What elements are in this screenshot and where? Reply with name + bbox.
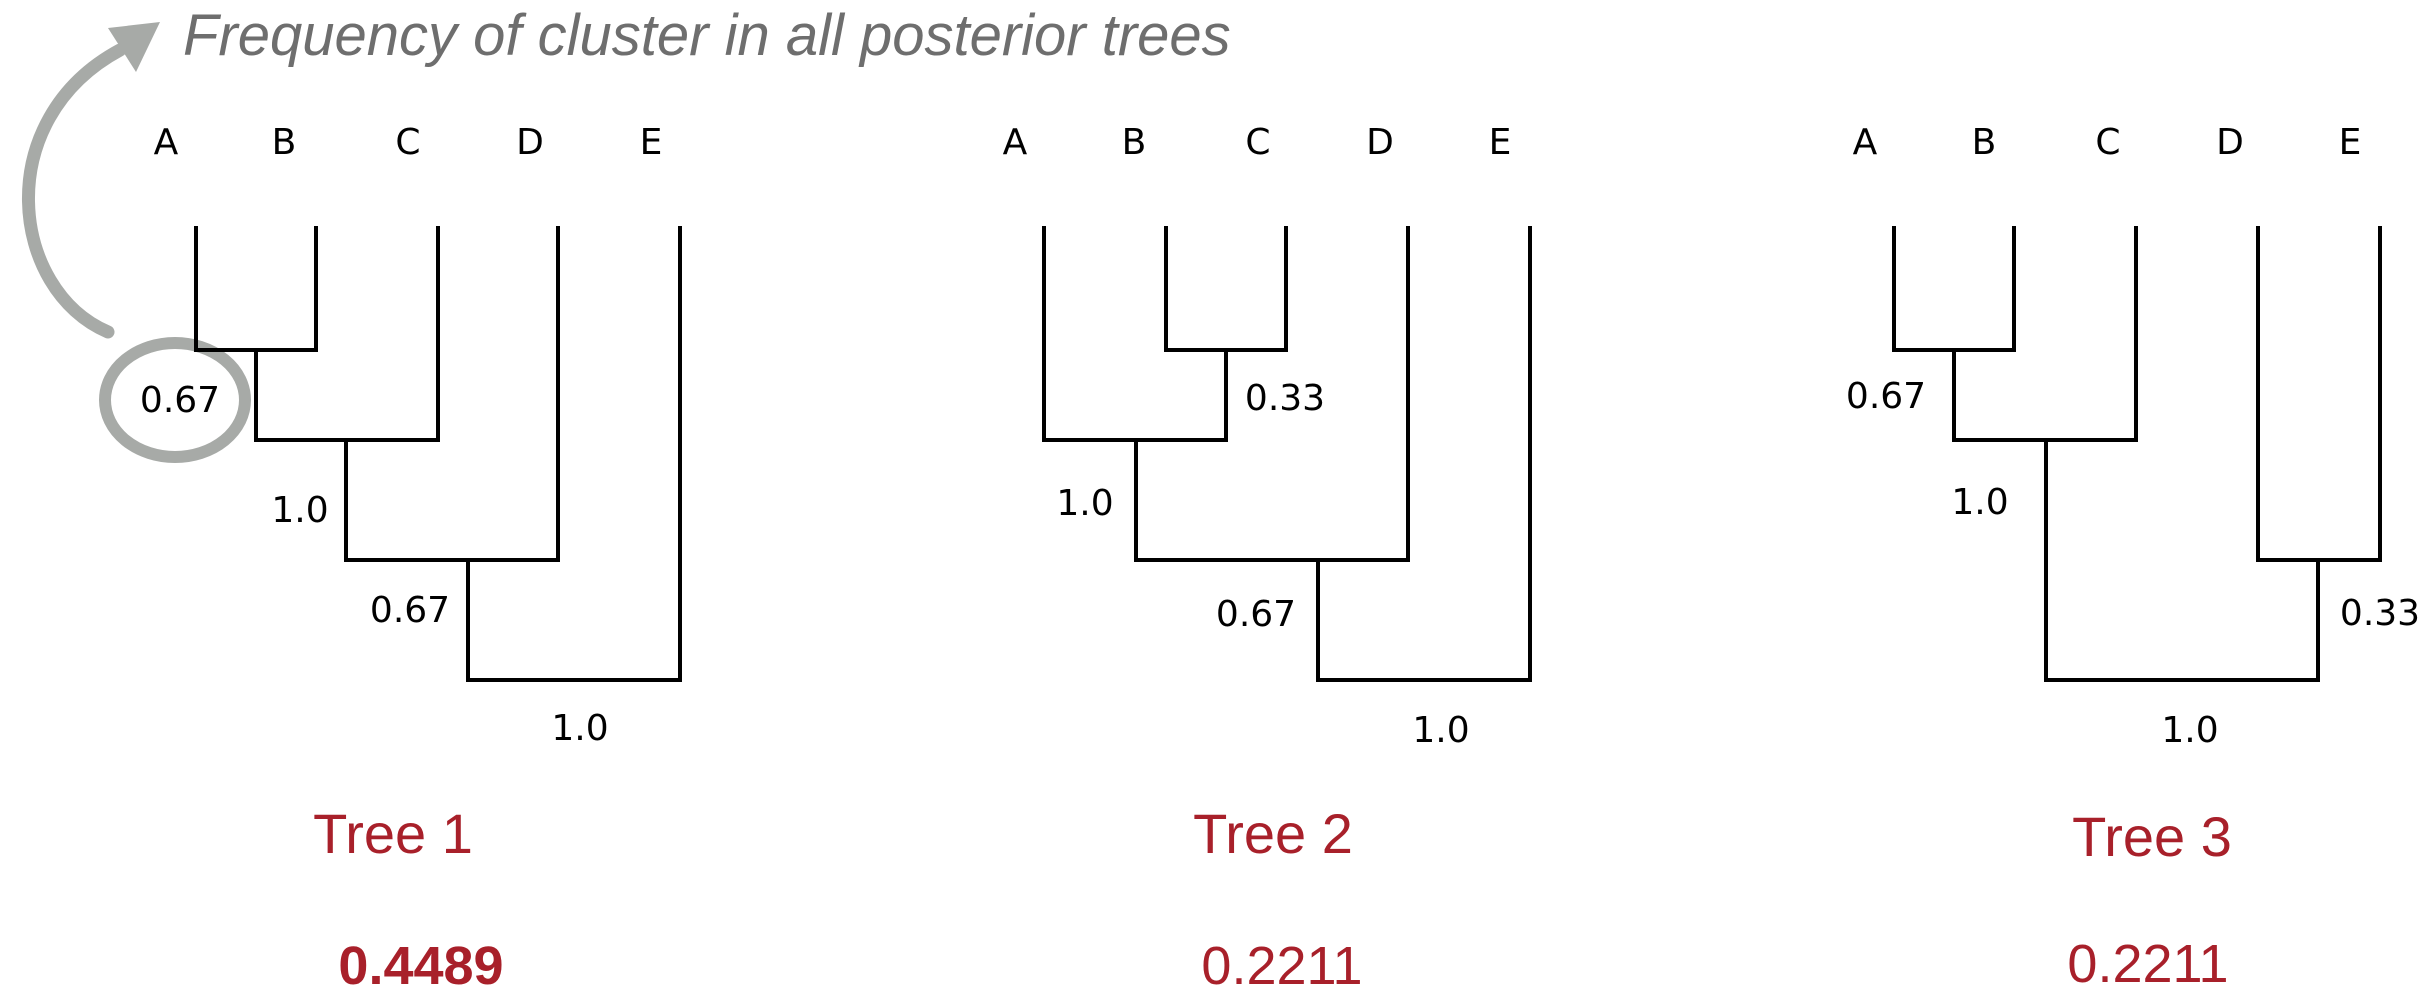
- tree-name: Tree 3: [2072, 805, 2232, 868]
- tree-probability: 0.4489: [338, 936, 503, 996]
- curved-arrow-icon: [22, 43, 127, 339]
- support-value-ab: 0.67: [140, 380, 220, 421]
- tree-branches: [1042, 226, 1532, 682]
- taxon-label-c: C: [395, 122, 420, 163]
- support-value-abcd: 0.67: [1216, 594, 1296, 635]
- taxon-label-d: D: [516, 122, 544, 163]
- support-value-root: 1.0: [551, 708, 608, 749]
- tree-name: Tree 1: [313, 802, 473, 865]
- taxon-label-b: B: [272, 122, 297, 163]
- annotation-text: Frequency of cluster in all posterior tr…: [183, 3, 1231, 68]
- arrowhead-icon: [108, 22, 160, 72]
- support-value-root: 1.0: [2161, 710, 2218, 751]
- taxon-label-a: A: [1003, 122, 1028, 163]
- taxon-label-e: E: [1489, 122, 1512, 163]
- tree-2: A B C D E 0.33 1.0 0.67 1.0 Tree 2 0.221…: [1003, 122, 1532, 996]
- support-value-abc: 1.0: [1951, 482, 2008, 523]
- tree-probability: 0.2211: [2067, 934, 2228, 994]
- support-value-abcd: 0.67: [370, 590, 450, 631]
- tree-probability: 0.2211: [1201, 936, 1362, 996]
- support-value-abc: 1.0: [1056, 483, 1113, 524]
- taxon-label-e: E: [640, 122, 663, 163]
- taxon-label-d: D: [2216, 122, 2244, 163]
- taxon-label-e: E: [2339, 122, 2362, 163]
- tree-branches: [1892, 226, 2382, 682]
- taxon-label-a: A: [154, 122, 179, 163]
- taxon-label-b: B: [1122, 122, 1147, 163]
- tree-3: A B C D E 0.67 1.0 0.33 1.0 Tree 3 0.221…: [1846, 122, 2420, 994]
- taxon-label-c: C: [1245, 122, 1270, 163]
- support-value-ab: 0.67: [1846, 376, 1926, 417]
- taxon-label-d: D: [1366, 122, 1394, 163]
- tree-1: A B C D E 0.67 1.0 0.67 1.0 Tree 1 0.448…: [140, 122, 682, 996]
- highlight-circle: [99, 337, 251, 463]
- support-value-abc: 1.0: [271, 490, 328, 531]
- support-value-bc: 0.33: [1245, 378, 1325, 419]
- tree-branches: [194, 226, 682, 682]
- taxon-label-b: B: [1972, 122, 1997, 163]
- support-value-root: 1.0: [1412, 710, 1469, 751]
- taxon-label-c: C: [2095, 122, 2120, 163]
- tree-name: Tree 2: [1193, 802, 1353, 865]
- support-value-de: 0.33: [2340, 593, 2420, 634]
- taxon-label-a: A: [1853, 122, 1878, 163]
